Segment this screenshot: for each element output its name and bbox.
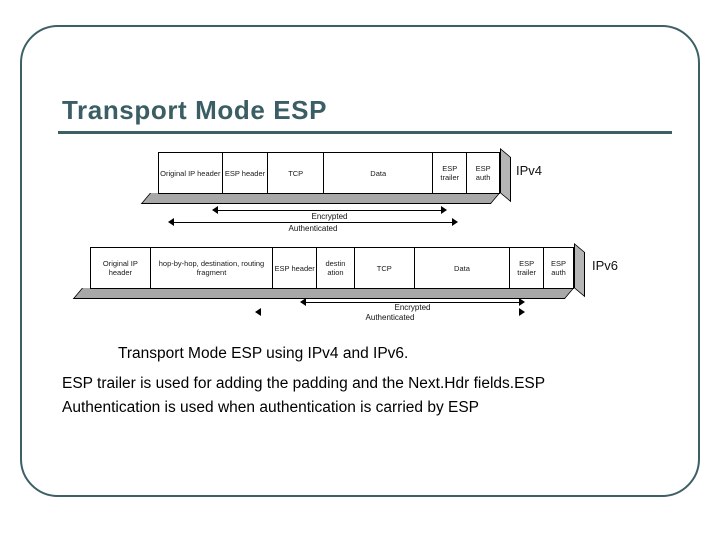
ipv4-field-esp-trailer: ESP trailer: [433, 153, 468, 193]
ipv6-encrypted-label: Encrypted: [394, 303, 431, 312]
ipv4-packet-bar: Original IP header ESP header TCP Data E…: [158, 152, 500, 194]
arrow-head-left-icon: [300, 298, 306, 306]
page-title: Transport Mode ESP: [62, 95, 328, 125]
arrow-head-right-icon: [441, 206, 447, 214]
ipv4-authenticated-label: Authenticated: [288, 224, 338, 233]
ipv4-protocol-label: IPv4: [516, 163, 543, 178]
ipv4-authenticated-annotation: [168, 218, 458, 227]
arrow-line: [217, 210, 442, 211]
ipv6-protocol-label: IPv6: [592, 258, 619, 273]
ipv6-bar-right-face: [574, 243, 585, 298]
ipv6-field-esp-trailer: ESP trailer: [510, 248, 545, 288]
ipv6-encrypted-annotation: [300, 298, 525, 307]
ipv4-encrypted-label: Encrypted: [311, 212, 348, 221]
arrow-head-left-icon: [168, 218, 174, 226]
slide-body-text: ESP trailer is used for adding the paddi…: [62, 375, 545, 416]
arrow-head-right-icon: [519, 298, 525, 306]
arrow-line: [305, 302, 520, 303]
ipv6-packet-bar: Original IP header hop-by-hop, destinati…: [90, 247, 574, 289]
ipv4-diagram: Original IP header ESP header TCP Data E…: [0, 0, 720, 240]
arrow-line: [173, 222, 453, 223]
ipv4-field-data: Data: [324, 153, 434, 193]
ipv6-field-tcp: TCP: [355, 248, 415, 288]
ipv4-field-esp-header: ESP header: [223, 153, 269, 193]
arrow-head-left-icon: [255, 308, 261, 316]
title-divider: [58, 131, 672, 134]
ipv6-authenticated-label: Authenticated: [365, 313, 415, 322]
ipv6-field-destination: destin ation: [317, 248, 355, 288]
arrow-head-left-icon: [212, 206, 218, 214]
ipv6-authenticated-annotation: [255, 308, 525, 317]
ipv6-field-esp-auth: ESP auth: [551, 259, 567, 277]
ipv4-encrypted-annotation: [212, 206, 447, 215]
arrow-head-right-icon: [452, 218, 458, 226]
ipv4-field-esp-auth: ESP auth: [475, 164, 491, 182]
ipv6-field-original-ip-header: Original IP header: [91, 248, 151, 288]
ipv4-field-original-ip-header: Original IP header: [159, 153, 223, 193]
ipv4-field-tcp: TCP: [268, 153, 325, 193]
ipv6-field-esp-header: ESP header: [273, 248, 318, 288]
arrow-head-right-icon: [519, 308, 525, 316]
ipv6-field-extension-headers: hop-by-hop, destination, routing fragmen…: [151, 248, 274, 288]
ipv6-diagram: Original IP header hop-by-hop, destinati…: [72, 243, 619, 322]
diagram-caption: Transport Mode ESP using IPv4 and IPv6.: [118, 345, 409, 362]
ipv6-field-data: Data: [415, 248, 511, 288]
